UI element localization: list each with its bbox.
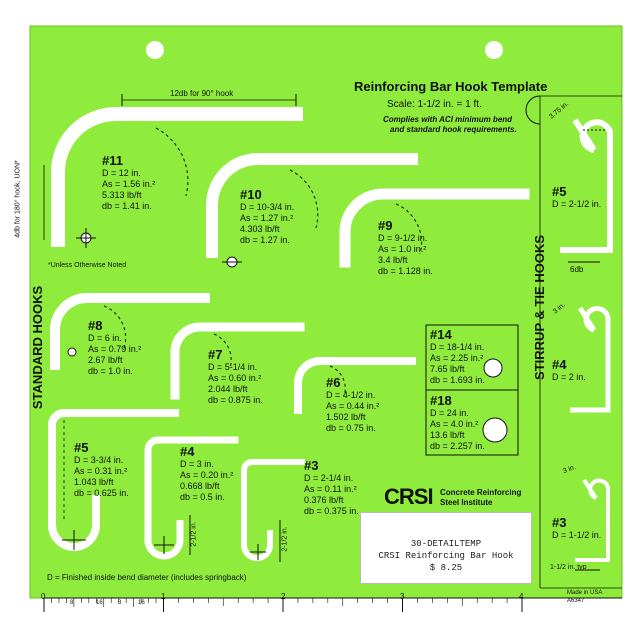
ruler-label-3: 3	[400, 592, 405, 601]
four-db-label: 4db for 180° hook, UON*	[14, 160, 22, 238]
template-title: Reinforcing Bar Hook Template	[354, 79, 548, 94]
ruler-label-4: 4	[519, 592, 524, 601]
ruler-label-2: 2	[281, 592, 286, 601]
hook-cutout-9	[339, 188, 530, 268]
unless-noted-label: *Unless Otherwise Noted	[48, 262, 127, 269]
ruler-minor-label-a: 8	[70, 600, 74, 606]
hook-cutout-7	[170, 322, 305, 400]
hook3-side-dim: 2-1/2 in.	[281, 526, 289, 552]
large-bar-box	[425, 324, 519, 456]
standard-hooks-label: STANDARD HOOKS	[30, 285, 46, 410]
compliance-line-1: Complies with ACI minimum bend	[383, 115, 513, 124]
sticker-line-3: $ 8.25	[429, 563, 463, 573]
stirrup5-dim-b: 6db	[570, 265, 584, 274]
ruler-label-0: 0	[41, 592, 46, 601]
hook-cutout-5	[48, 409, 179, 551]
scale-label: Scale: 1-1/2 in. = 1 ft.	[387, 99, 482, 110]
ruler-label-1: 1	[161, 592, 166, 601]
inch-ruler	[43, 597, 622, 612]
hook-cutout-10	[206, 153, 418, 268]
org-name-line-1: Concrete Reinforcing	[440, 488, 522, 497]
hook-cutout-4	[144, 436, 239, 560]
twelve-db-label: 12db for 90° hook	[170, 89, 234, 98]
stirrup-spec-3: #3 D = 1-1/2 in.	[552, 515, 602, 540]
punch-hole-left	[146, 41, 164, 59]
crsi-logo: CRSI	[384, 484, 434, 509]
stirrup-spec-5: #5 D = 2-1/2 in.	[552, 184, 602, 209]
punch-hole-right	[485, 41, 503, 59]
d-note: D = Finished inside bend diameter (inclu…	[47, 573, 247, 582]
hook-cutout-3	[241, 459, 305, 562]
compliance-line-2: and standard hook requirements.	[390, 125, 517, 134]
stirrup-column	[525, 95, 622, 589]
made-in-usa: Made in USA	[567, 590, 603, 596]
hook4-side-dim: 2-1/2 in.	[190, 521, 198, 547]
stirrup-spec-4: #4 D = 2 in.	[552, 357, 586, 382]
ruler-minor-label-b: 16	[96, 600, 103, 606]
bar-number: #11	[102, 153, 123, 168]
ruler-minor-label-d: 16	[138, 600, 145, 606]
part-number: A6347	[567, 598, 585, 604]
hook-cutout-6	[294, 357, 416, 414]
ruler-minor-label-c: 3	[118, 600, 122, 606]
org-name-line-2: Steel Institute	[440, 498, 493, 507]
sticker-line-2: CRSI Reinforcing Bar Hook	[378, 551, 514, 561]
hook-cutout-8	[50, 293, 210, 370]
stirrup-tie-hooks-label: STIRRUP & TIE HOOKS	[532, 234, 548, 380]
stirrup3-dim-b: 1-1/2 in. typ	[550, 564, 587, 571]
sticker-line-1: 30-DETAILTEMP	[410, 539, 482, 549]
price-sticker: 30-DETAILTEMP CRSI Reinforcing Bar Hook …	[360, 512, 532, 584]
hook-cutout-11	[43, 94, 303, 248]
